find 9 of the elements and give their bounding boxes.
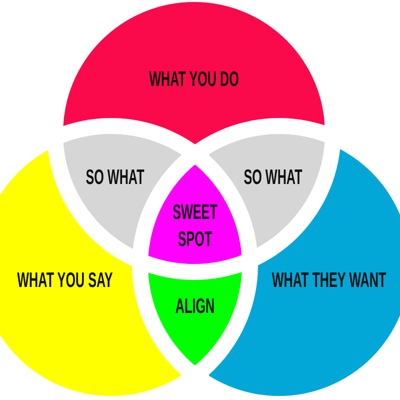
region-label: WHAT YOU DO	[149, 69, 239, 91]
region-label: SO WHAT	[86, 167, 144, 189]
region-label: SWEET SPOT	[172, 200, 218, 253]
venn-region	[63, 2, 325, 144]
venn-region	[148, 272, 242, 365]
region-label: ALIGN	[175, 296, 215, 318]
region-label: WHAT THEY WANT	[272, 270, 386, 292]
region-label: SO WHAT	[244, 167, 302, 189]
region-label: WHAT YOU SAY	[17, 270, 113, 292]
